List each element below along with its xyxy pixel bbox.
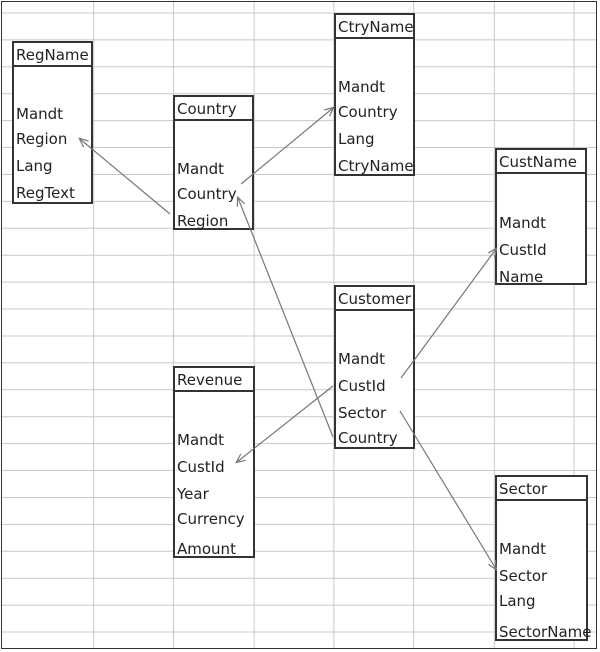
table-title: Sector — [497, 477, 586, 501]
field-mandt: Mandt — [338, 78, 386, 96]
table-country[interactable]: Country Mandt Country Region — [173, 95, 254, 230]
table-custname[interactable]: CustName Mandt CustId Name — [495, 148, 587, 286]
field-currency: Currency — [177, 510, 245, 528]
field-ctryname: CtryName — [338, 157, 414, 175]
table-ctryname[interactable]: CtryName Mandt Country Lang CtryName — [334, 13, 415, 176]
field-lang: Lang — [499, 592, 536, 610]
field-sectorname: SectorName — [499, 623, 592, 641]
field-mandt: Mandt — [177, 431, 225, 449]
field-mandt: Mandt — [499, 540, 547, 558]
field-mandt: Mandt — [177, 160, 225, 178]
field-country: Country — [338, 103, 398, 121]
field-mandt: Mandt — [16, 105, 64, 123]
field-sector: Sector — [338, 404, 387, 422]
field-year: Year — [177, 485, 209, 503]
field-country: Country — [177, 185, 237, 203]
field-region: Region — [177, 212, 229, 230]
field-amount: Amount — [177, 540, 236, 558]
field-name: Name — [499, 268, 544, 286]
table-sector[interactable]: Sector Mandt Sector Lang SectorName — [495, 475, 592, 641]
field-lang: Lang — [338, 130, 375, 148]
table-revenue[interactable]: Revenue Mandt CustId Year Currency Amoun… — [173, 366, 255, 558]
table-title: Country — [175, 97, 252, 121]
table-title: RegName — [14, 43, 91, 67]
table-title: CustName — [497, 150, 585, 174]
field-region: Region — [16, 130, 68, 148]
table-title: CtryName — [336, 15, 414, 39]
field-sector: Sector — [499, 567, 548, 585]
table-regname[interactable]: RegName Mandt Region Lang RegText — [12, 41, 93, 204]
field-custid: CustId — [499, 241, 547, 259]
field-custid: CustId — [338, 377, 386, 395]
table-customer[interactable]: Customer Mandt CustId Sector Country — [334, 285, 415, 449]
table-title: Customer — [336, 287, 413, 311]
field-country: Country — [338, 429, 398, 447]
field-custid: CustId — [177, 458, 225, 476]
field-lang: Lang — [16, 157, 53, 175]
field-mandt: Mandt — [338, 350, 386, 368]
field-regtext: RegText — [16, 184, 75, 202]
field-mandt: Mandt — [499, 214, 547, 232]
table-title: Revenue — [175, 368, 253, 392]
